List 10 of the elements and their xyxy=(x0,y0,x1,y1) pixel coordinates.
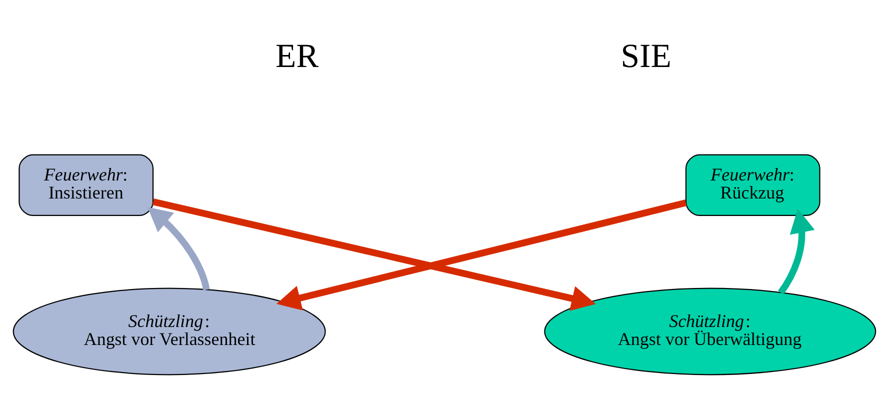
node-box: Feuerwehr: Insistieren xyxy=(18,154,154,216)
node-ellipse: Schützling: Angst vor Verlassenheit xyxy=(12,288,326,376)
arrow xyxy=(152,198,596,311)
label: SIE xyxy=(620,38,671,76)
arrow xyxy=(146,207,210,290)
node-box: Feuerwehr: Rückzug xyxy=(684,154,820,216)
arrow xyxy=(777,208,814,295)
label: ER xyxy=(275,38,318,76)
arrow xyxy=(276,200,686,310)
node-ellipse: Schützling: Angst vor Überwältigung xyxy=(544,288,876,376)
